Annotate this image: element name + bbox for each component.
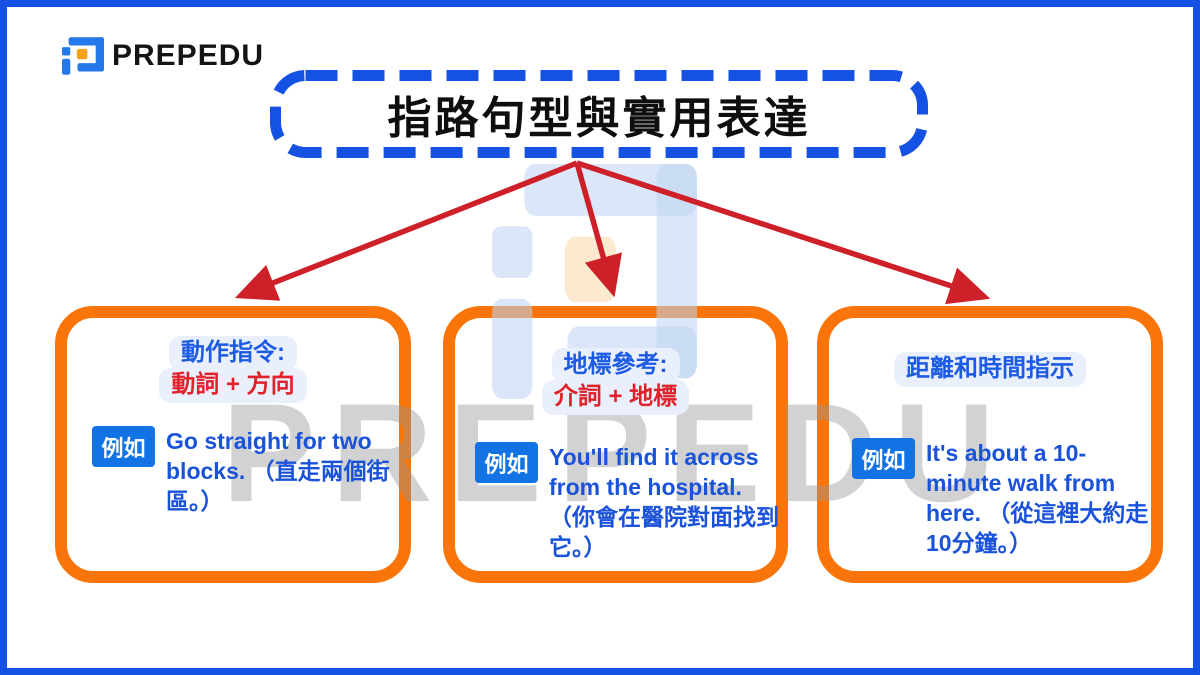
title-box: 指路句型與實用表達 bbox=[270, 70, 928, 158]
heading-line-1: 動作指令: bbox=[169, 336, 297, 371]
card-landmark-reference: 地標參考: 介詞 + 地標 例如 You'll find it across f… bbox=[443, 306, 788, 583]
example-badge: 例如 bbox=[92, 426, 155, 467]
example-badge: 例如 bbox=[852, 438, 915, 479]
example-badge: 例如 bbox=[475, 442, 538, 483]
arrow-right bbox=[576, 160, 991, 305]
heading-line-2: 介詞 + 地標 bbox=[541, 379, 690, 415]
arrow-middle bbox=[574, 162, 622, 298]
brand-logo: PREPEDU bbox=[62, 37, 264, 75]
dashed-border bbox=[270, 70, 928, 158]
example-text: It's about a 10- minute walk from here. … bbox=[926, 440, 1149, 556]
example-row: 例如 It's about a 10- minute walk from her… bbox=[852, 438, 1148, 558]
card-heading: 距離和時間指示 bbox=[829, 352, 1151, 387]
arrow-left bbox=[234, 160, 579, 301]
example-row: 例如 Go straight for two blocks. （直走兩個街 區。… bbox=[92, 426, 390, 516]
card-distance-time: 距離和時間指示 例如 It's about a 10- minute walk … bbox=[817, 306, 1163, 583]
example-row: 例如 You'll find it across from the hospit… bbox=[475, 442, 779, 562]
heading-line-1: 地標參考: bbox=[551, 348, 680, 383]
brand-name: PREPEDU bbox=[112, 39, 265, 72]
heading-line-2: 動詞 + 方向 bbox=[159, 367, 307, 403]
page-title: 指路句型與實用表達 bbox=[387, 94, 811, 143]
card-action-directions: 動作指令: 動詞 + 方向 例如 Go straight for two blo… bbox=[55, 306, 411, 583]
card-heading: 地標參考: 介詞 + 地標 bbox=[455, 348, 776, 415]
example-text: Go straight for two blocks. （直走兩個街 區。） bbox=[166, 428, 390, 514]
card-heading: 動作指令: 動詞 + 方向 bbox=[67, 336, 399, 403]
heading-line-1: 距離和時間指示 bbox=[894, 352, 1086, 387]
prepedu-logo-icon bbox=[62, 37, 104, 75]
example-text: You'll find it across from the hospital.… bbox=[549, 444, 779, 560]
